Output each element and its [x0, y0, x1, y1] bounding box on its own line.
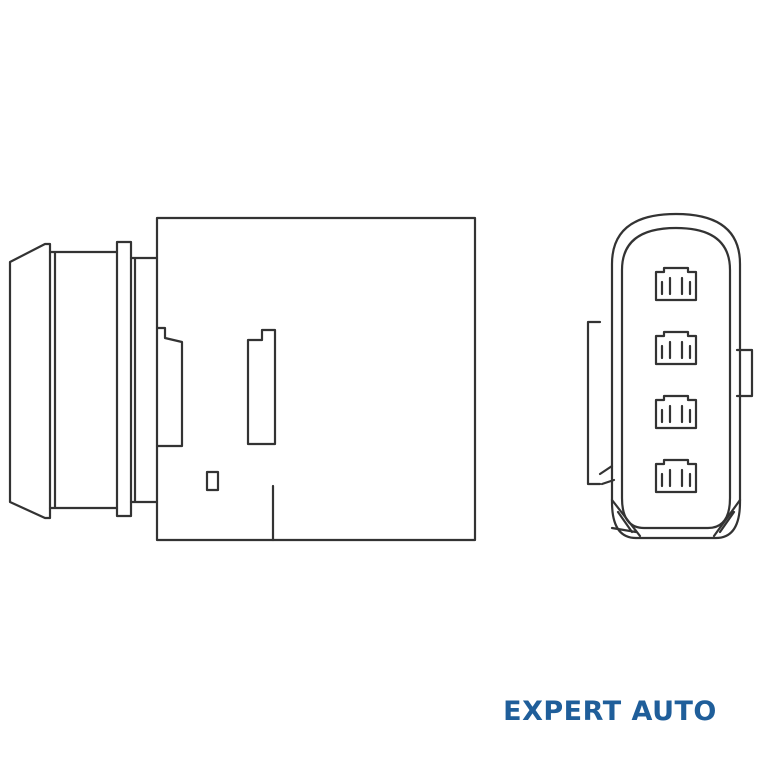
- connector-housing: [155, 216, 477, 542]
- plug-inner-contour: [620, 226, 732, 530]
- terminal-cavity: [654, 394, 698, 430]
- sensor-cap: [8, 242, 52, 520]
- terminal-group: [654, 266, 698, 494]
- indicator-notch: [205, 470, 220, 492]
- sensor-flange: [115, 240, 133, 518]
- plug-shell: [610, 212, 742, 540]
- locking-clip-center: [246, 328, 277, 446]
- terminal-cavity: [654, 458, 698, 494]
- sensor-body-side-view: [8, 216, 477, 542]
- watermark-logo: EXPERT AUTO: [503, 696, 717, 727]
- sensor-neck: [129, 256, 159, 504]
- terminal-cavity: [654, 330, 698, 366]
- plug-side-tab-right: [735, 348, 754, 398]
- connector-plug-front-view: [586, 212, 754, 540]
- locking-clip-left: [155, 326, 184, 448]
- sensor-collar: [48, 250, 119, 510]
- plug-latch-ramp: [598, 464, 742, 538]
- terminal-cavity: [654, 266, 698, 302]
- plug-side-tab-left: [586, 320, 602, 486]
